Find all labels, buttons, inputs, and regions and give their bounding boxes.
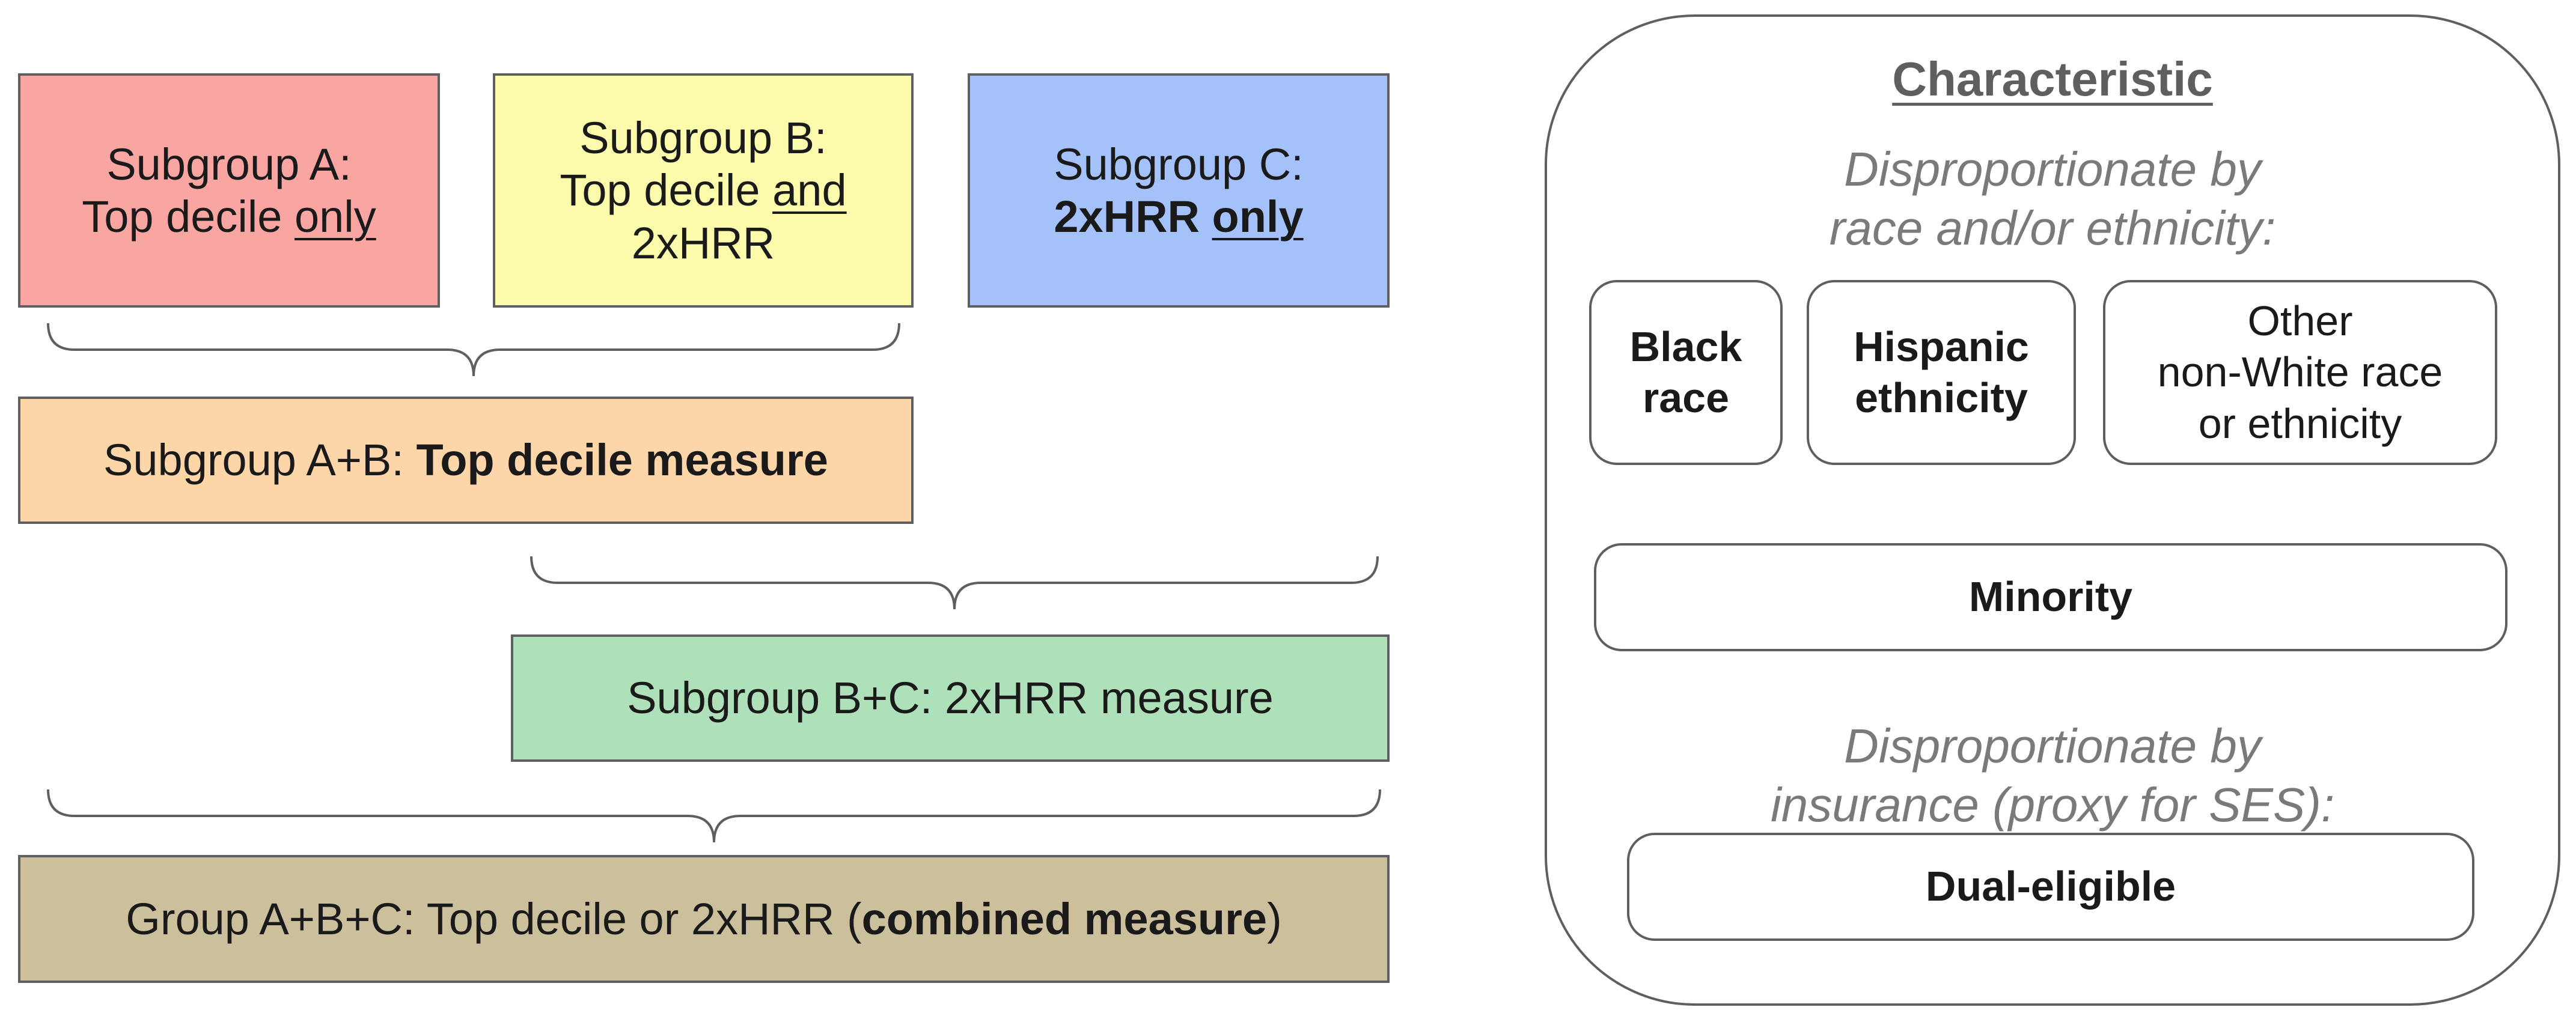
group-abc-suffix: )	[1267, 893, 1282, 944]
brace-abc	[47, 789, 1381, 843]
race-label: race	[1642, 374, 1730, 421]
non-white-race-label: non-White race	[2157, 348, 2443, 396]
group-abc-label: Group A+B+C: Top decile or 2xHRR (combin…	[126, 893, 1281, 945]
subgroup-b-box: Subgroup B: Top decile and 2xHRR	[493, 73, 914, 308]
subgroup-b-and-emphasis: and	[772, 165, 847, 216]
insurance-intro-line1: Disproportionate by	[1844, 719, 2261, 773]
subgroup-bc-label: Subgroup B+C: 2xHRR measure	[627, 673, 1274, 723]
race-intro-line1: Disproportionate by	[1844, 142, 2261, 196]
or-ethnicity-label: or ethnicity	[2198, 400, 2402, 447]
subgroup-c-hrr-text: 2xHRR	[1054, 192, 1212, 242]
insurance-intro: Disproportionate by insurance (proxy for…	[1547, 717, 2558, 834]
subgroup-a-only-emphasis: only	[295, 192, 376, 242]
subgroup-b-description: Top decile and	[560, 164, 846, 216]
group-abc-box: Group A+B+C: Top decile or 2xHRR (combin…	[18, 855, 1390, 983]
subgroup-a-description: Top decile only	[82, 190, 376, 243]
brace-ab	[47, 323, 900, 377]
subgroup-b-title: Subgroup B:	[579, 113, 827, 163]
brace-bc	[530, 556, 1379, 610]
minority-label: Minority	[1968, 573, 2133, 621]
dual-eligible-box: Dual-eligible	[1627, 833, 2474, 941]
subgroup-bc-box: Subgroup B+C: 2xHRR measure	[511, 634, 1390, 762]
other-race-ethnicity-box: Other non-White race or ethnicity	[2103, 280, 2497, 465]
subgroup-c-title: Subgroup C:	[1054, 139, 1304, 189]
race-ethnicity-intro: Disproportionate by race and/or ethnicit…	[1547, 140, 2558, 257]
subgroup-c-only-emphasis: only	[1212, 192, 1304, 242]
characteristic-heading: Characteristic	[1892, 52, 2213, 106]
subgroup-c-description: 2xHRR only	[1054, 190, 1303, 243]
subgroup-b-hrr: 2xHRR	[631, 217, 775, 268]
hispanic-label: Hispanic	[1854, 323, 2029, 370]
insurance-intro-line2: insurance (proxy for SES):	[1770, 777, 2335, 832]
subgroup-a-desc-text: Top decile	[82, 192, 295, 242]
subgroup-ab-prefix: Subgroup A+B:	[103, 435, 417, 485]
group-abc-prefix: Group A+B+C: Top decile or 2xHRR (	[126, 893, 862, 944]
race-intro-line2: race and/or ethnicity:	[1829, 201, 2276, 255]
other-label: Other	[2247, 297, 2353, 344]
subgroup-a-box: Subgroup A: Top decile only	[18, 73, 440, 308]
top-decile-measure-label: Top decile measure	[416, 435, 828, 485]
combined-measure-label: combined measure	[861, 893, 1268, 944]
black-race-box: Black race	[1589, 280, 1783, 465]
hispanic-ethnicity-box: Hispanic ethnicity	[1807, 280, 2076, 465]
ethnicity-label: ethnicity	[1855, 374, 2028, 421]
subgroup-ab-label: Subgroup A+B: Top decile measure	[103, 434, 828, 486]
dual-eligible-label: Dual-eligible	[1925, 863, 2176, 910]
black-label: Black	[1629, 323, 1742, 370]
subgroup-c-box: Subgroup C: 2xHRR only	[968, 73, 1390, 308]
characteristic-panel: Characteristic Disproportionate by race …	[1545, 14, 2560, 1006]
subgroup-a-title: Subgroup A:	[106, 139, 352, 189]
subgroup-b-desc-text: Top decile	[560, 165, 773, 216]
minority-box: Minority	[1594, 543, 2507, 651]
subgroup-ab-box: Subgroup A+B: Top decile measure	[18, 397, 914, 524]
